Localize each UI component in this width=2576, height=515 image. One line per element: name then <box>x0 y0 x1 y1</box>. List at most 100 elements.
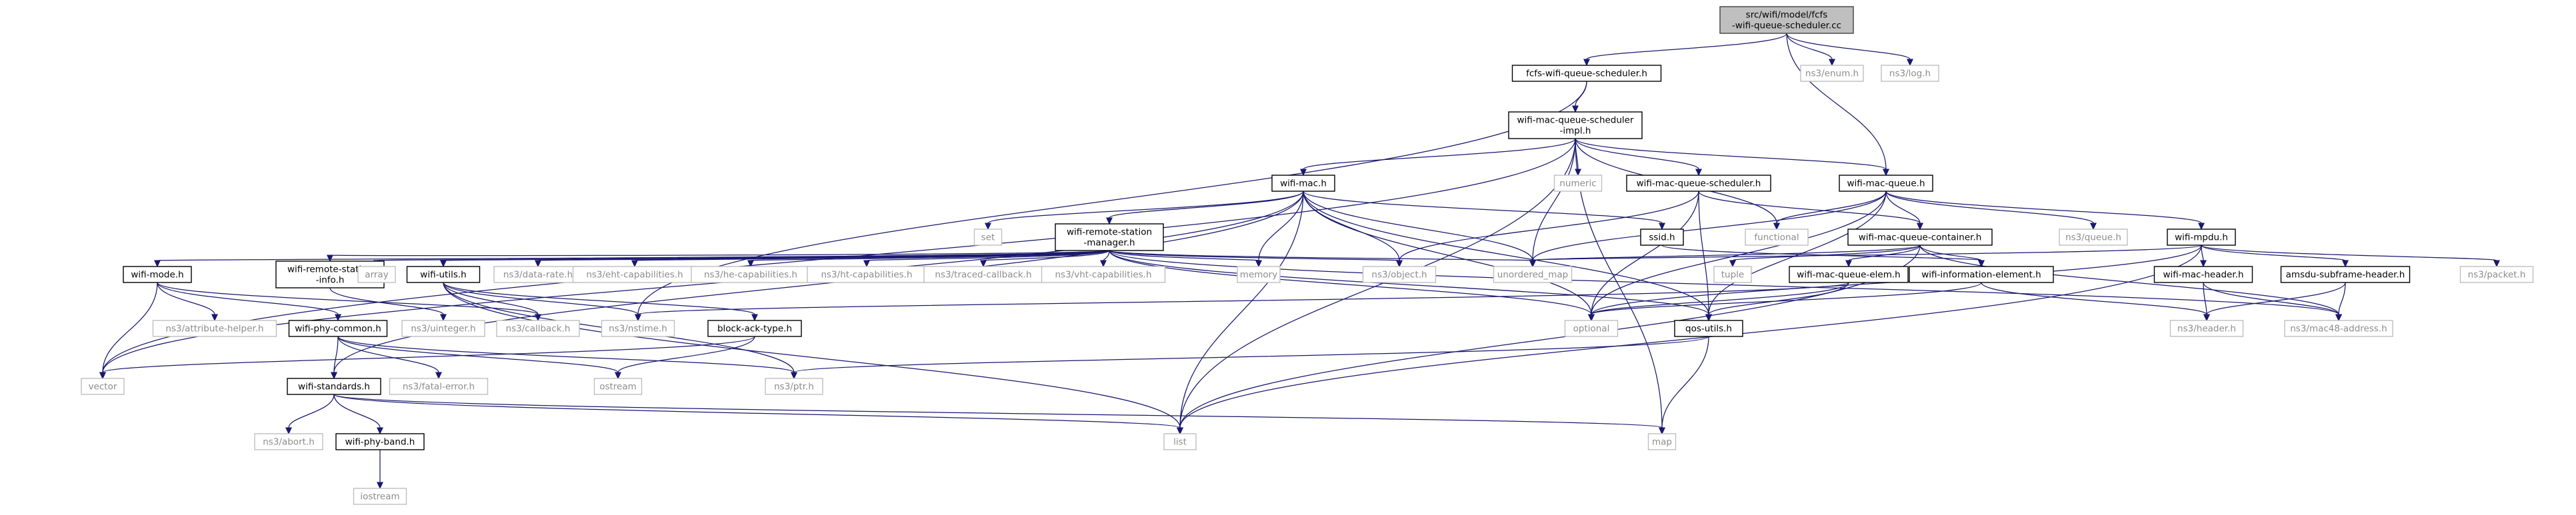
node-label: block-ack-type.h <box>717 324 792 334</box>
node-label: wifi-mode.h <box>131 270 183 280</box>
node-block-ack-type-h[interactable]: block-ack-type.h <box>707 320 802 337</box>
node-label: ns3/abort.h <box>263 437 315 448</box>
edge-wifimac_h-to-standards_h <box>333 191 1304 373</box>
node-box <box>1553 175 1603 192</box>
node-box[interactable] <box>2153 266 2253 283</box>
edge-rsm_h-to-qosutils_h <box>1109 250 1709 315</box>
node-wifi-remote-station-manager-h[interactable]: wifi-remote-station-manager.h <box>1055 223 1164 251</box>
edge-arrowhead-impl_h-to-queue_h <box>1883 169 1889 177</box>
node-ns3-vht-capabilities-h: ns3/vht-capabilities.h <box>1041 266 1166 283</box>
node-label: list <box>1173 437 1187 448</box>
node-box[interactable] <box>1271 175 1335 192</box>
node-box[interactable] <box>1626 175 1771 192</box>
edge-arrowhead-wifimac_h-to-set <box>985 223 991 231</box>
node-ns3-log-h: ns3/log.h <box>1881 65 1939 82</box>
node-amsdu-subframe-header-h[interactable]: amsdu-subframe-header.h <box>2280 266 2411 283</box>
node-wifi-mpdu-h[interactable]: wifi-mpdu.h <box>2167 229 2236 246</box>
edge-arrowhead-mpdu_h-to-amsdu_h <box>2342 260 2349 268</box>
node-wifi-utils-h[interactable]: wifi-utils.h <box>406 266 481 283</box>
node-box <box>1647 433 1677 450</box>
node-wifi-mac-queue-scheduler-h[interactable]: wifi-mac-queue-scheduler.h <box>1626 175 1771 192</box>
node-wifi-mode-h[interactable]: wifi-mode.h <box>123 266 192 283</box>
edge-rsm_h-to-rsi_h <box>329 250 1110 257</box>
node-src-wifi-model-fcfs-wifi-queue-scheduler-cc[interactable]: src/wifi/model/fcfs-wifi-queue-scheduler… <box>1719 6 1854 34</box>
node-wifi-mac-queue-scheduler-impl-h[interactable]: wifi-mac-queue-scheduler-impl.h <box>1508 111 1643 139</box>
node-box[interactable] <box>1847 229 1993 246</box>
edge-mpdu_h-to-unordered_map <box>1532 245 2202 261</box>
node-wifi-mac-queue-elem-h[interactable]: wifi-mac-queue-elem.h <box>1789 266 1909 283</box>
edge-arrowhead-rsm_h-to-wifimode_h <box>154 260 161 268</box>
edge-wifimac_h-to-unordered_map <box>1303 191 1533 261</box>
node-wifi-mac-queue-container-h[interactable]: wifi-mac-queue-container.h <box>1847 229 1993 246</box>
node-box[interactable] <box>1508 111 1643 139</box>
node-box[interactable] <box>2167 229 2236 246</box>
node-box[interactable] <box>1839 175 1933 192</box>
node-label: ns3/header.h <box>2177 324 2236 334</box>
edge-mpdu_h-to-packet_h <box>2201 245 2497 261</box>
node-array: array <box>357 266 396 283</box>
node-wifi-mac-h[interactable]: wifi-mac.h <box>1271 175 1335 192</box>
node-box[interactable] <box>1789 266 1909 283</box>
node-ssid-h[interactable]: ssid.h <box>1640 229 1684 246</box>
node-box[interactable] <box>335 433 425 450</box>
node-wifi-phy-common-h[interactable]: wifi-phy-common.h <box>288 320 388 337</box>
edge-rsm_h-to-he_h <box>750 250 1110 261</box>
edge-arrowhead-fcfs_h-to-impl_h <box>1572 105 1579 113</box>
edge-blockack_h-to-ostream <box>617 336 755 373</box>
node-box[interactable] <box>2280 266 2411 283</box>
node-wifi-mac-queue-h[interactable]: wifi-mac-queue.h <box>1839 175 1933 192</box>
node-box[interactable] <box>287 378 381 395</box>
node-wifi-standards-h[interactable]: wifi-standards.h <box>287 378 381 395</box>
node-box <box>1041 266 1166 283</box>
node-ns3-nstime-h: ns3/nstime.h <box>601 320 675 337</box>
edge-queue_h-to-mpdu_h <box>1885 191 2202 224</box>
edge-utils_h-to-callback_h <box>443 282 539 315</box>
node-ns3-fatal-error-h: ns3/fatal-error.h <box>389 378 489 395</box>
node-box <box>593 378 643 395</box>
node-label: optional <box>1573 324 1610 334</box>
node-label: wifi-remote-station <box>1067 227 1152 238</box>
edge-arrowhead-wifimac_h-to-ssid_h <box>1659 223 1665 231</box>
edge-root-to-queue_h <box>1786 33 1887 170</box>
node-box[interactable] <box>123 266 192 283</box>
edge-impl_h-to-list <box>1179 138 1576 428</box>
node-box <box>572 266 697 283</box>
node-box[interactable] <box>288 320 388 337</box>
node-box[interactable] <box>406 266 481 283</box>
node-wifi-information-element-h[interactable]: wifi-information-element.h <box>1909 266 2054 283</box>
edge-wifimac_h-to-memory <box>1258 191 1304 261</box>
node-box[interactable] <box>1055 223 1164 251</box>
node-box[interactable] <box>1674 320 1743 337</box>
node-box[interactable] <box>707 320 802 337</box>
node-wifi-mac-header-h[interactable]: wifi-mac-header.h <box>2153 266 2253 283</box>
node-box[interactable] <box>1511 65 1662 82</box>
edge-root-to-fcfs_h <box>1586 33 1787 60</box>
node-label: -manager.h <box>1083 238 1135 249</box>
node-box <box>496 320 580 337</box>
edge-phycommon_h-to-ostream <box>337 336 619 373</box>
node-qos-utils-h[interactable]: qos-utils.h <box>1674 320 1743 337</box>
node-label: wifi-mac-queue-scheduler <box>1517 115 1634 126</box>
node-box[interactable] <box>1719 6 1854 34</box>
node-label: wifi-standards.h <box>298 382 370 392</box>
edge-phycommon_h-to-fatalerror_h <box>337 336 439 373</box>
node-wifi-phy-band-h[interactable]: wifi-phy-band.h <box>335 433 425 450</box>
node-box[interactable] <box>1640 229 1684 246</box>
edge-arrowhead-standards_h-to-abort_h <box>285 427 292 435</box>
node-fcfs-wifi-queue-scheduler-h[interactable]: fcfs-wifi-queue-scheduler.h <box>1511 65 1662 82</box>
edge-rsm_h-to-optional <box>1109 250 1592 315</box>
node-box[interactable] <box>1909 266 2054 283</box>
node-box <box>1362 266 1437 283</box>
node-box <box>807 266 927 283</box>
edge-wifimode_h-to-attrhelper_h <box>157 282 215 315</box>
node-label: ns3/callback.h <box>506 324 571 334</box>
edge-phycommon_h-to-ptr_h <box>337 336 795 373</box>
node-label: wifi-phy-common.h <box>295 324 381 334</box>
edge-standards_h-to-phyband_h <box>333 394 381 428</box>
node-label: memory <box>1240 270 1277 280</box>
edge-arrowhead-wifimac_h-to-rsm_h <box>1106 217 1113 225</box>
edge-infoelem_h-to-header_h <box>1981 282 2207 315</box>
edge-arrowhead-standards_h-to-list <box>1177 427 1183 435</box>
edge-impl_h-to-sched_h <box>1575 138 1699 170</box>
node-label: ns3/uinteger.h <box>411 324 475 334</box>
